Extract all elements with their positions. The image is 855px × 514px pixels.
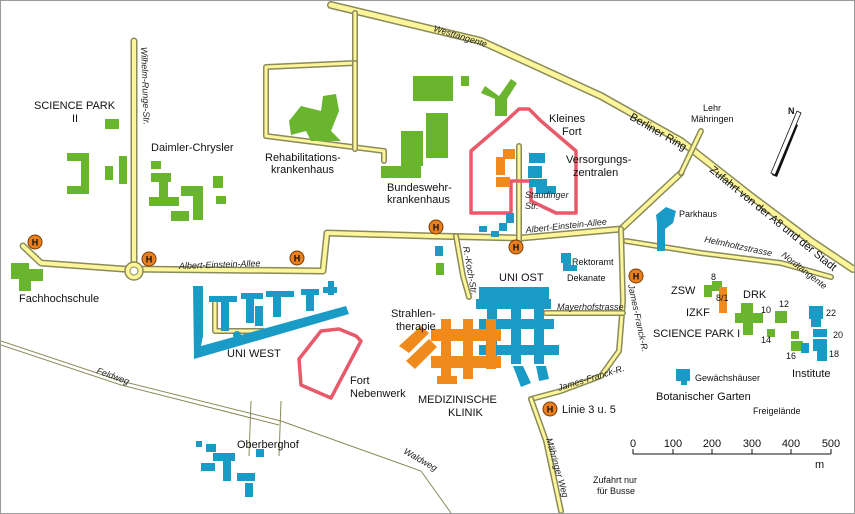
bus-stops: H H H H H H H xyxy=(27,219,644,417)
scale-tick-label: 200 xyxy=(703,438,721,450)
label-rektoramt: Rektoramt xyxy=(572,257,614,267)
label-fachhochschule: Fachhochschule xyxy=(19,293,99,305)
scale-tick-label: 400 xyxy=(782,438,800,450)
label-zufahrt-busse-2: für Busse xyxy=(597,486,635,496)
bus-stop-icon: H xyxy=(508,239,524,255)
bus-stop-icon: H xyxy=(141,251,157,267)
bus-stop-icon: H xyxy=(428,219,444,235)
label-daimler: Daimler-Chrysler xyxy=(151,142,234,154)
street-staudinger-a: Staudinger xyxy=(525,190,570,200)
label-drk: DRK xyxy=(743,289,767,301)
svg-text:H: H xyxy=(547,405,554,415)
label-reha: Rehabilitations- xyxy=(265,152,341,164)
street-feldweg: Feldweg xyxy=(95,365,130,386)
university-buildings xyxy=(193,153,827,497)
svg-text:H: H xyxy=(433,223,440,233)
footpaths xyxy=(1,340,452,513)
label-fort-neben-2: Nebenwerk xyxy=(350,388,406,400)
label-kleines-fort: Kleines xyxy=(549,113,586,125)
label-oberberghof: Oberberghof xyxy=(237,439,300,451)
label-uni-ost: UNI OST xyxy=(499,272,544,284)
bus-stop-icon: H xyxy=(289,250,305,266)
street-berliner-ring: Berliner Ring xyxy=(628,111,689,153)
other-buildings xyxy=(11,76,803,351)
street-waldweg: Waldweg xyxy=(402,446,439,473)
building-number: 10 xyxy=(761,305,771,315)
label-zufahrt-busse: Zufahrt nur xyxy=(593,475,637,485)
label-linie: Linie 3 u. 5 xyxy=(562,404,616,416)
building-number: 8/1 xyxy=(716,293,729,303)
building-number: 22 xyxy=(826,308,836,318)
building-number: 8 xyxy=(711,272,716,282)
building-number: 12 xyxy=(779,299,789,309)
label-reha-2: krankenhaus xyxy=(271,164,334,176)
label-bundeswehr: Bundeswehr- xyxy=(387,182,452,194)
compass-north-label: N xyxy=(788,106,795,116)
street-mayerhof: Mayerhofstrasse xyxy=(557,302,624,312)
svg-text:H: H xyxy=(513,243,520,253)
street-westtangente: Westtangente xyxy=(432,23,488,49)
label-science-park-1: SCIENCE PARK I xyxy=(653,328,740,340)
label-versorgung-2: zentralen xyxy=(573,167,618,179)
kleines-fort-outline xyxy=(469,107,578,215)
street-franck-1: James-Franck-R. xyxy=(626,282,650,353)
bus-stop-icon: H xyxy=(27,234,43,250)
building-number: 18 xyxy=(829,349,839,359)
label-science-park-2-num: II xyxy=(72,113,78,125)
road-network xyxy=(19,1,854,513)
street-staudinger-b: Str. xyxy=(525,201,539,211)
building-number: 16 xyxy=(786,351,796,361)
label-med-klinik-2: KLINIK xyxy=(448,407,484,419)
street-labels: Westtangente Wilhelm-Runge-Str. Berliner… xyxy=(95,23,838,498)
label-dekanate: Dekanate xyxy=(567,273,606,283)
fort-nebenwerk-outline xyxy=(297,327,363,400)
scale-tick-label: 0 xyxy=(630,438,636,450)
label-izkf: IZKF xyxy=(686,307,710,319)
label-parkhaus: Parkhaus xyxy=(679,209,718,219)
label-institute: Institute xyxy=(792,368,831,380)
scale-tick-label: 100 xyxy=(664,438,682,450)
label-botanischer: Botanischer Garten xyxy=(656,391,751,403)
label-gewaechs: Gewächshäuser xyxy=(695,373,760,383)
label-med-klinik: MEDIZINISCHE xyxy=(418,394,497,406)
svg-text:H: H xyxy=(32,238,39,248)
label-bundeswehr-2: krankenhaus xyxy=(387,194,450,206)
label-science-park-2: SCIENCE PARK xyxy=(34,100,116,112)
place-labels: SCIENCE PARK II Daimler-Chrysler Rehabil… xyxy=(19,100,843,496)
street-einstein-west: Albert-Einstein-Allee xyxy=(178,258,261,271)
street-franck-2: James-Franck-R. xyxy=(556,363,626,393)
scale-unit: m xyxy=(815,459,824,471)
north-arrow-icon: N xyxy=(770,106,802,177)
label-maehringen: Mähringen xyxy=(691,114,734,124)
label-uni-west: UNI WEST xyxy=(227,348,281,360)
building-number: 14 xyxy=(761,335,771,345)
label-strahlen: Strahlen- xyxy=(391,308,436,320)
label-strahlen-2: therapie xyxy=(396,321,436,333)
label-fort-neben: Fort xyxy=(350,375,370,387)
label-kleines-fort-2: Fort xyxy=(562,126,582,138)
building-number: 20 xyxy=(833,330,843,340)
label-versorgung: Versorgungs- xyxy=(566,154,632,166)
label-zsw: ZSW xyxy=(671,285,696,297)
bus-stop-icon: H xyxy=(542,401,558,417)
bus-stop-icon: H xyxy=(628,268,644,284)
svg-text:H: H xyxy=(294,254,301,264)
label-lehr: Lehr xyxy=(703,103,721,113)
street-wilhelm-runge: Wilhelm-Runge-Str. xyxy=(139,47,152,125)
scale-bar: 0 100 200 300 400 500 m xyxy=(630,438,840,471)
svg-text:H: H xyxy=(633,272,640,282)
scale-tick-label: 300 xyxy=(743,438,761,450)
svg-text:H: H xyxy=(146,255,153,265)
scale-tick-label: 500 xyxy=(822,438,840,450)
clinic-buildings xyxy=(399,149,727,384)
label-freigelaende: Freigelände xyxy=(753,406,801,416)
